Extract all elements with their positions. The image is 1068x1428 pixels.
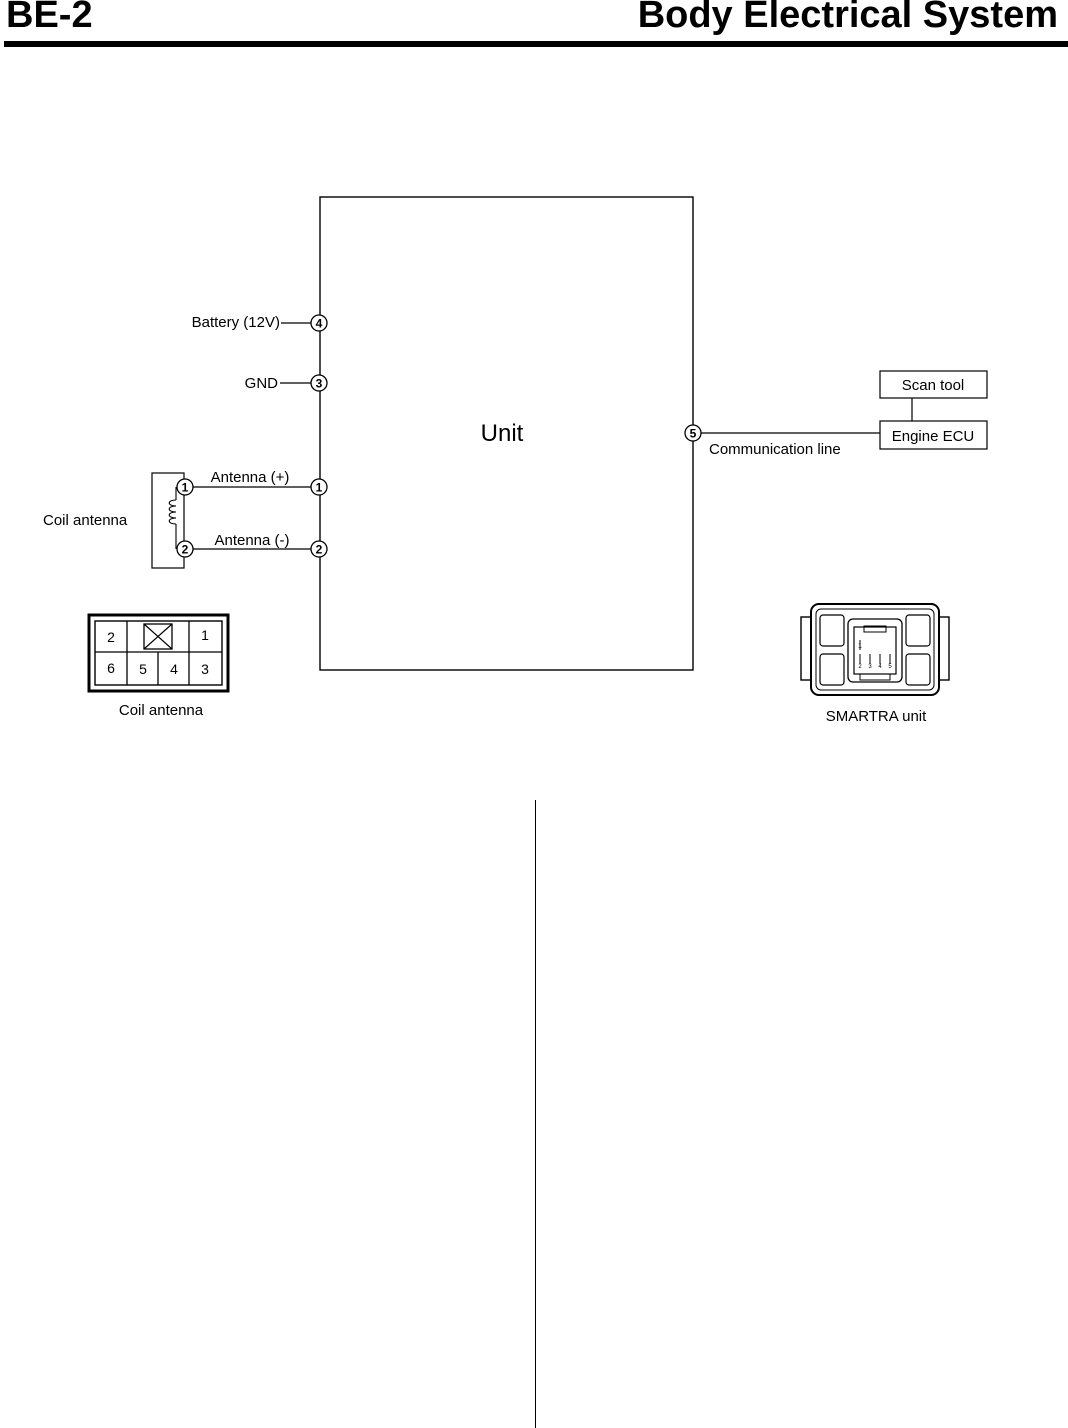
cavity-1: 1 [201,627,209,643]
wiring-diagram: Unit Battery (12V) 4 GND 3 Coil antenna … [0,0,1068,790]
pin-4-marker: 4 [311,315,327,331]
cavity-2: 2 [107,629,115,645]
svg-text:2: 2 [316,543,323,557]
battery-label: Battery (12V) [192,314,280,331]
smartra-pin-2: 2 [858,664,862,670]
engine-ecu-label: Engine ECU [892,428,975,445]
svg-text:2: 2 [182,543,189,557]
cavity-6: 6 [107,660,115,676]
scan-tool-label: Scan tool [902,377,965,394]
coil-pin-1-marker: 1 [177,479,193,495]
svg-text:5: 5 [690,427,697,441]
unit-label: Unit [481,420,524,447]
svg-text:1: 1 [182,481,189,495]
coil-antenna-label: Coil antenna [43,512,128,529]
column-divider [535,800,536,1428]
antenna-plus-label: Antenna (+) [211,469,290,486]
smartra-connector: 1 2 3 4 5 [801,604,949,695]
pin-2-marker: 2 [311,541,327,557]
svg-text:3: 3 [316,377,323,391]
coil-antenna-caption: Coil antenna [119,702,204,719]
cavity-4: 4 [170,661,178,677]
cavity-3: 3 [201,661,209,677]
antenna-minus-label: Antenna (-) [214,532,289,549]
smartra-pin-5: 5 [888,664,892,670]
cavity-5: 5 [139,661,147,677]
pin-3-marker: 3 [311,375,327,391]
smartra-pin-1: 1 [858,643,862,650]
coil-symbol [169,487,176,549]
pin-1-marker: 1 [311,479,327,495]
smartra-pin-3: 3 [868,664,872,670]
gnd-label: GND [245,375,279,392]
svg-text:4: 4 [316,317,323,331]
smartra-pin-4: 4 [878,664,882,670]
coil-pin-2-marker: 2 [177,541,193,557]
pin-5-marker: 5 [685,425,701,441]
coil-antenna-connector: 2 1 6 5 4 3 [89,615,228,691]
communication-line-label: Communication line [709,441,841,458]
smartra-caption: SMARTRA unit [826,708,927,725]
svg-text:1: 1 [316,481,323,495]
